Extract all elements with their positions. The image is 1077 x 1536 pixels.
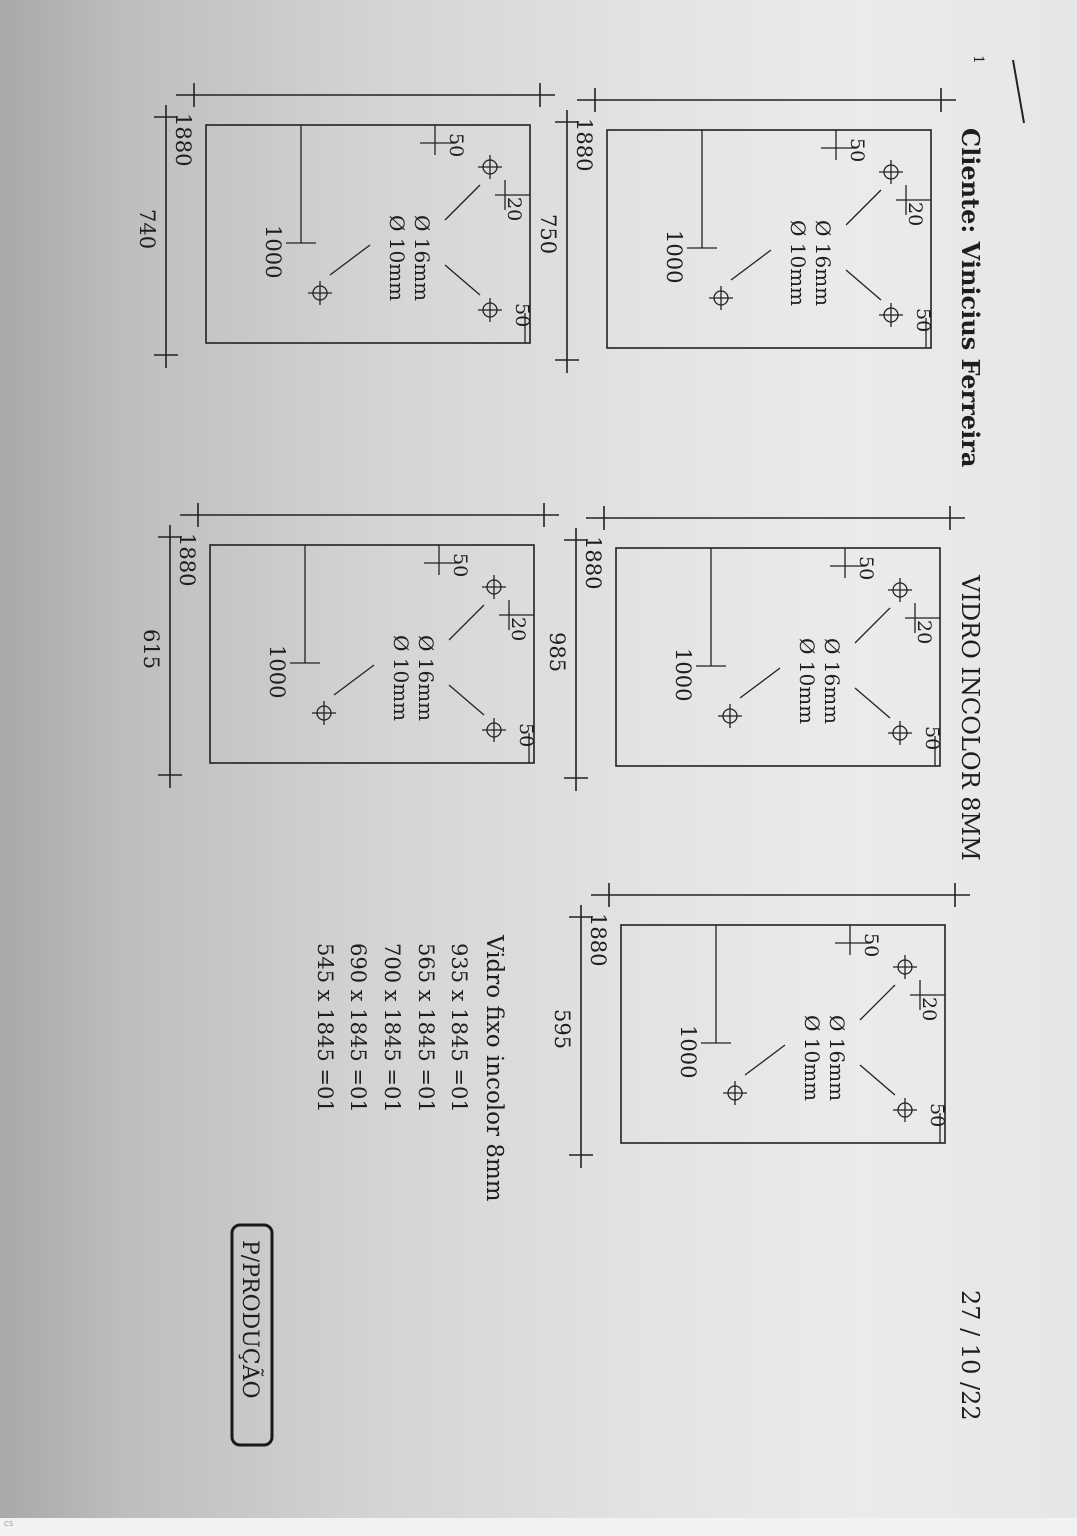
hole-16mm-label: Ø 16mm [414, 635, 438, 721]
panel-outline [615, 547, 941, 767]
fixed-glass-item: 545 x 1845 =01 [313, 943, 337, 1113]
width-label: 750 [536, 214, 560, 254]
hole-16mm-label: Ø 16mm [820, 638, 844, 724]
fixed-glass-item: 690 x 1845 =01 [346, 943, 370, 1113]
hole-10mm-label: Ø 10mm [800, 1015, 824, 1101]
width-label: 595 [550, 1009, 574, 1049]
panel-outline [209, 544, 535, 764]
hole-10mm-label: Ø 10mm [389, 635, 413, 721]
fixed-glass-item: 565 x 1845 =01 [414, 943, 438, 1113]
panel-outline [606, 129, 932, 349]
handle-offset-label: 1000 [671, 648, 695, 701]
sheet-title: VIDRO INCOLOR 8MM [956, 574, 984, 861]
edge-offset-label: 50 [926, 1103, 948, 1127]
hole-16mm-label: Ø 16mm [410, 215, 434, 301]
width-label: 740 [135, 209, 159, 249]
edge-offset-label: 50 [846, 138, 868, 162]
scanner-watermark: CS [4, 1520, 14, 1528]
hole-spacing-label: 20 [913, 620, 935, 644]
handle-offset-label: 1000 [265, 645, 289, 698]
scanner-footer [0, 1518, 1077, 1536]
width-label: 615 [139, 629, 163, 669]
width-label: 985 [545, 632, 569, 672]
edge-offset-label: 50 [445, 133, 467, 157]
handle-offset-label: 1000 [676, 1025, 700, 1078]
edge-offset-label: 50 [515, 723, 537, 747]
fixed-glass-list: Vidro fixo incolor 8mm 935 x 1845 =01 56… [313, 934, 507, 1202]
edge-offset-label: 50 [855, 556, 877, 580]
edge-offset-label: 50 [912, 308, 934, 332]
edge-offset-label: 50 [449, 553, 471, 577]
handle-offset-label: 1000 [662, 230, 686, 283]
length-label: 1880 [586, 913, 610, 966]
hole-10mm-label: Ø 10mm [786, 220, 810, 306]
panel-outline [620, 924, 946, 1144]
hole-16mm-label: Ø 16mm [811, 220, 835, 306]
edge-offset-label: 50 [860, 933, 882, 957]
fixed-glass-item: 700 x 1845 =01 [380, 943, 404, 1113]
hole-10mm-label: Ø 10mm [385, 215, 409, 301]
hole-spacing-label: 20 [507, 617, 529, 641]
hole-spacing-label: 20 [918, 997, 940, 1021]
hole-spacing-label: 20 [503, 197, 525, 221]
client-name: Cliente: Vinicius Ferreira [956, 128, 985, 467]
length-label: 1880 [175, 533, 199, 586]
handle-offset-label: 1000 [261, 225, 285, 278]
fixed-glass-title: Vidro fixo incolor 8mm [481, 934, 507, 1202]
length-label: 1880 [581, 536, 605, 589]
hole-spacing-label: 20 [904, 202, 926, 226]
length-label: 1880 [171, 113, 195, 166]
fixed-glass-item: 935 x 1845 =01 [447, 943, 471, 1113]
corner-tick [1012, 59, 1025, 124]
edge-offset-label: 50 [921, 726, 943, 750]
length-label: 1880 [572, 118, 596, 171]
edge-offset-label: 50 [511, 303, 533, 327]
sheet-date: 27 / 10 /22 [956, 1290, 984, 1421]
corner-mark: 1 [970, 55, 986, 64]
hole-10mm-label: Ø 10mm [795, 638, 819, 724]
production-stamp-label: P/PRODUÇÃO [237, 1240, 265, 1399]
production-stamp: P/PRODUÇÃO [230, 1223, 274, 1447]
hole-16mm-label: Ø 16mm [825, 1015, 849, 1101]
panel-outline [205, 124, 531, 344]
